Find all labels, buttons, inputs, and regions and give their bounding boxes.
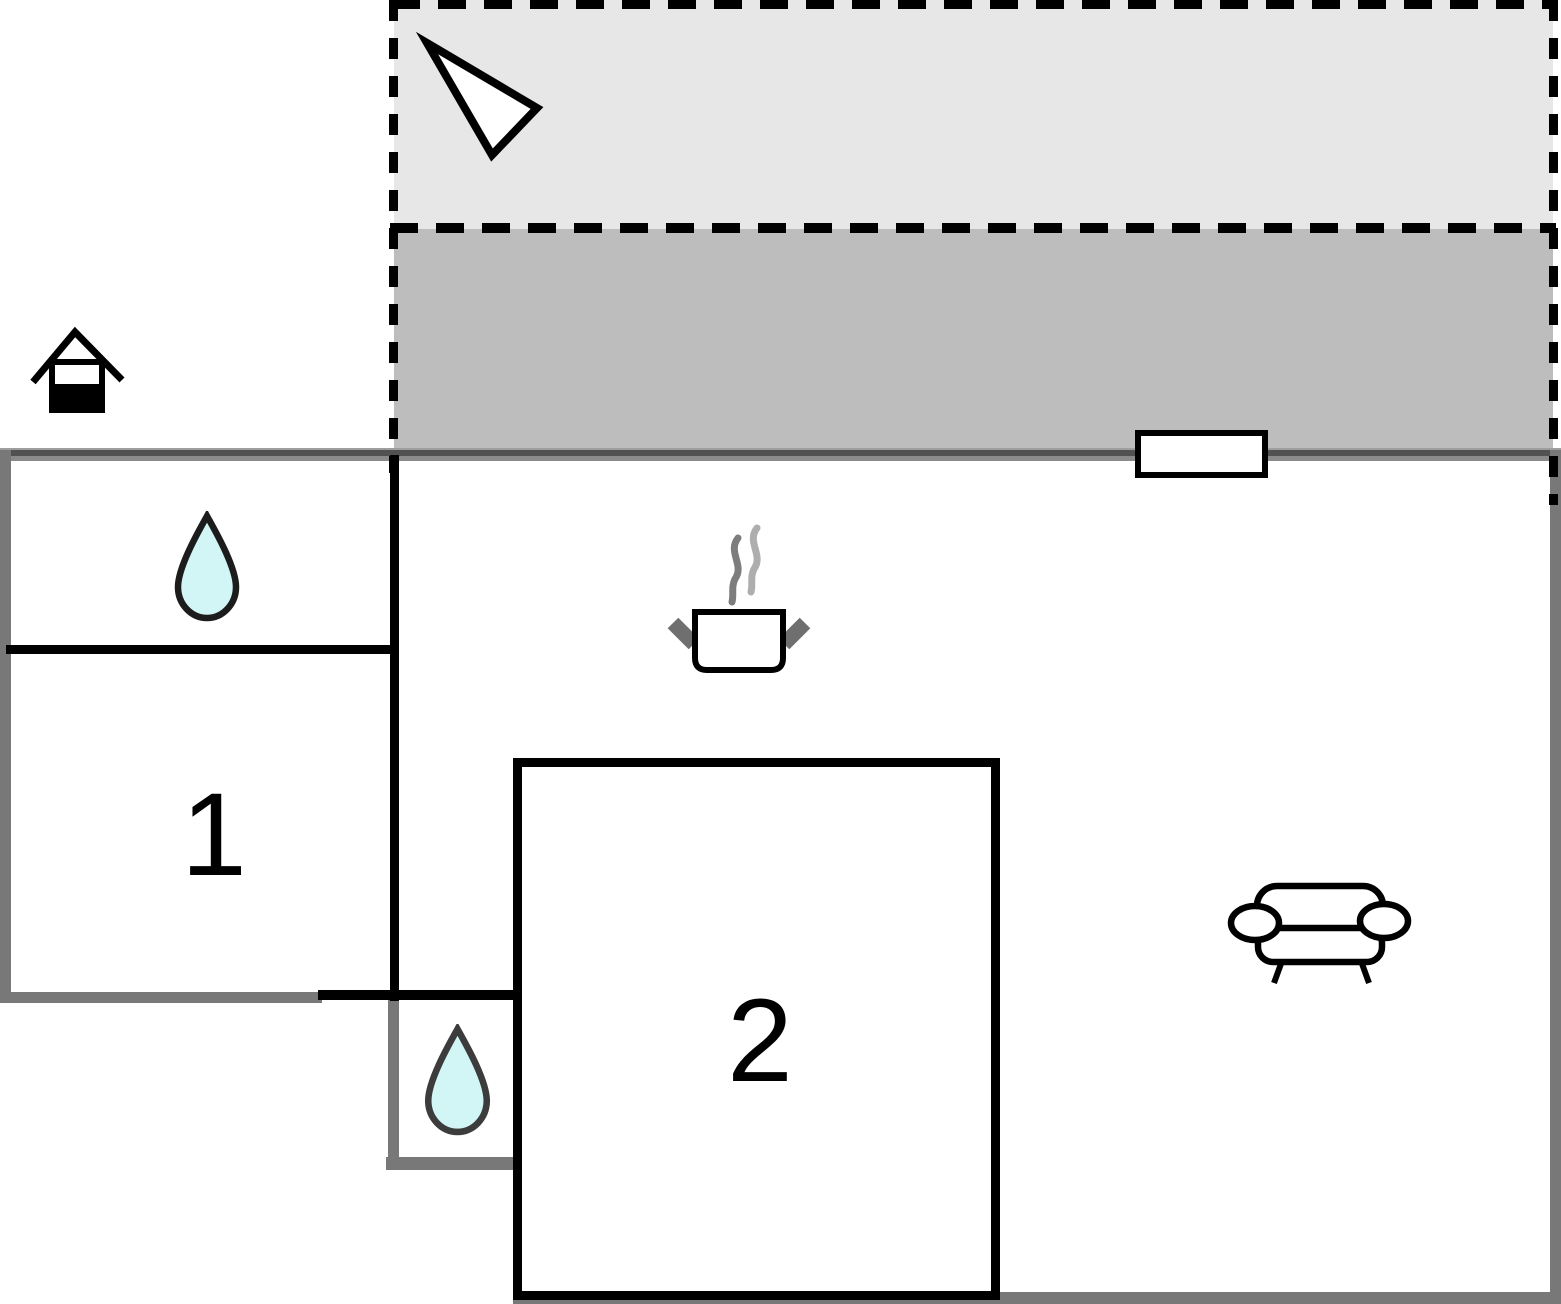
wall-exterior-left [0,450,11,1003]
wall-bathroom-left [388,1000,399,1170]
cooking-pot-icon [660,518,820,678]
wall-bathroom-top [318,990,521,1000]
room-1-label: 1 [181,769,247,901]
window-marker [1135,430,1268,478]
terrace-border-top [392,0,1556,9]
north-arrow-icon [415,28,555,168]
terrace-border-divider [390,223,1556,233]
sofa-icon [1225,872,1420,990]
terrace-lower-area [394,229,1553,455]
terrace-border-right [1549,0,1558,505]
annex-house-icon [25,322,130,417]
room-2-label: 2 [727,975,793,1107]
wall-exterior-right [1550,450,1561,1304]
wall-interior-vertical [390,455,399,1001]
terrace-upper-area [394,0,1553,229]
room-2 [513,758,1000,1300]
wall-room1-divider [6,645,399,654]
wall-room1-bottom [0,992,322,1003]
wall-exterior-top [0,448,1561,461]
water-drop-icon [174,511,240,623]
terrace-border-left [389,0,398,473]
water-drop-small-icon [424,1024,491,1137]
wall-bathroom-bottom [386,1157,523,1170]
